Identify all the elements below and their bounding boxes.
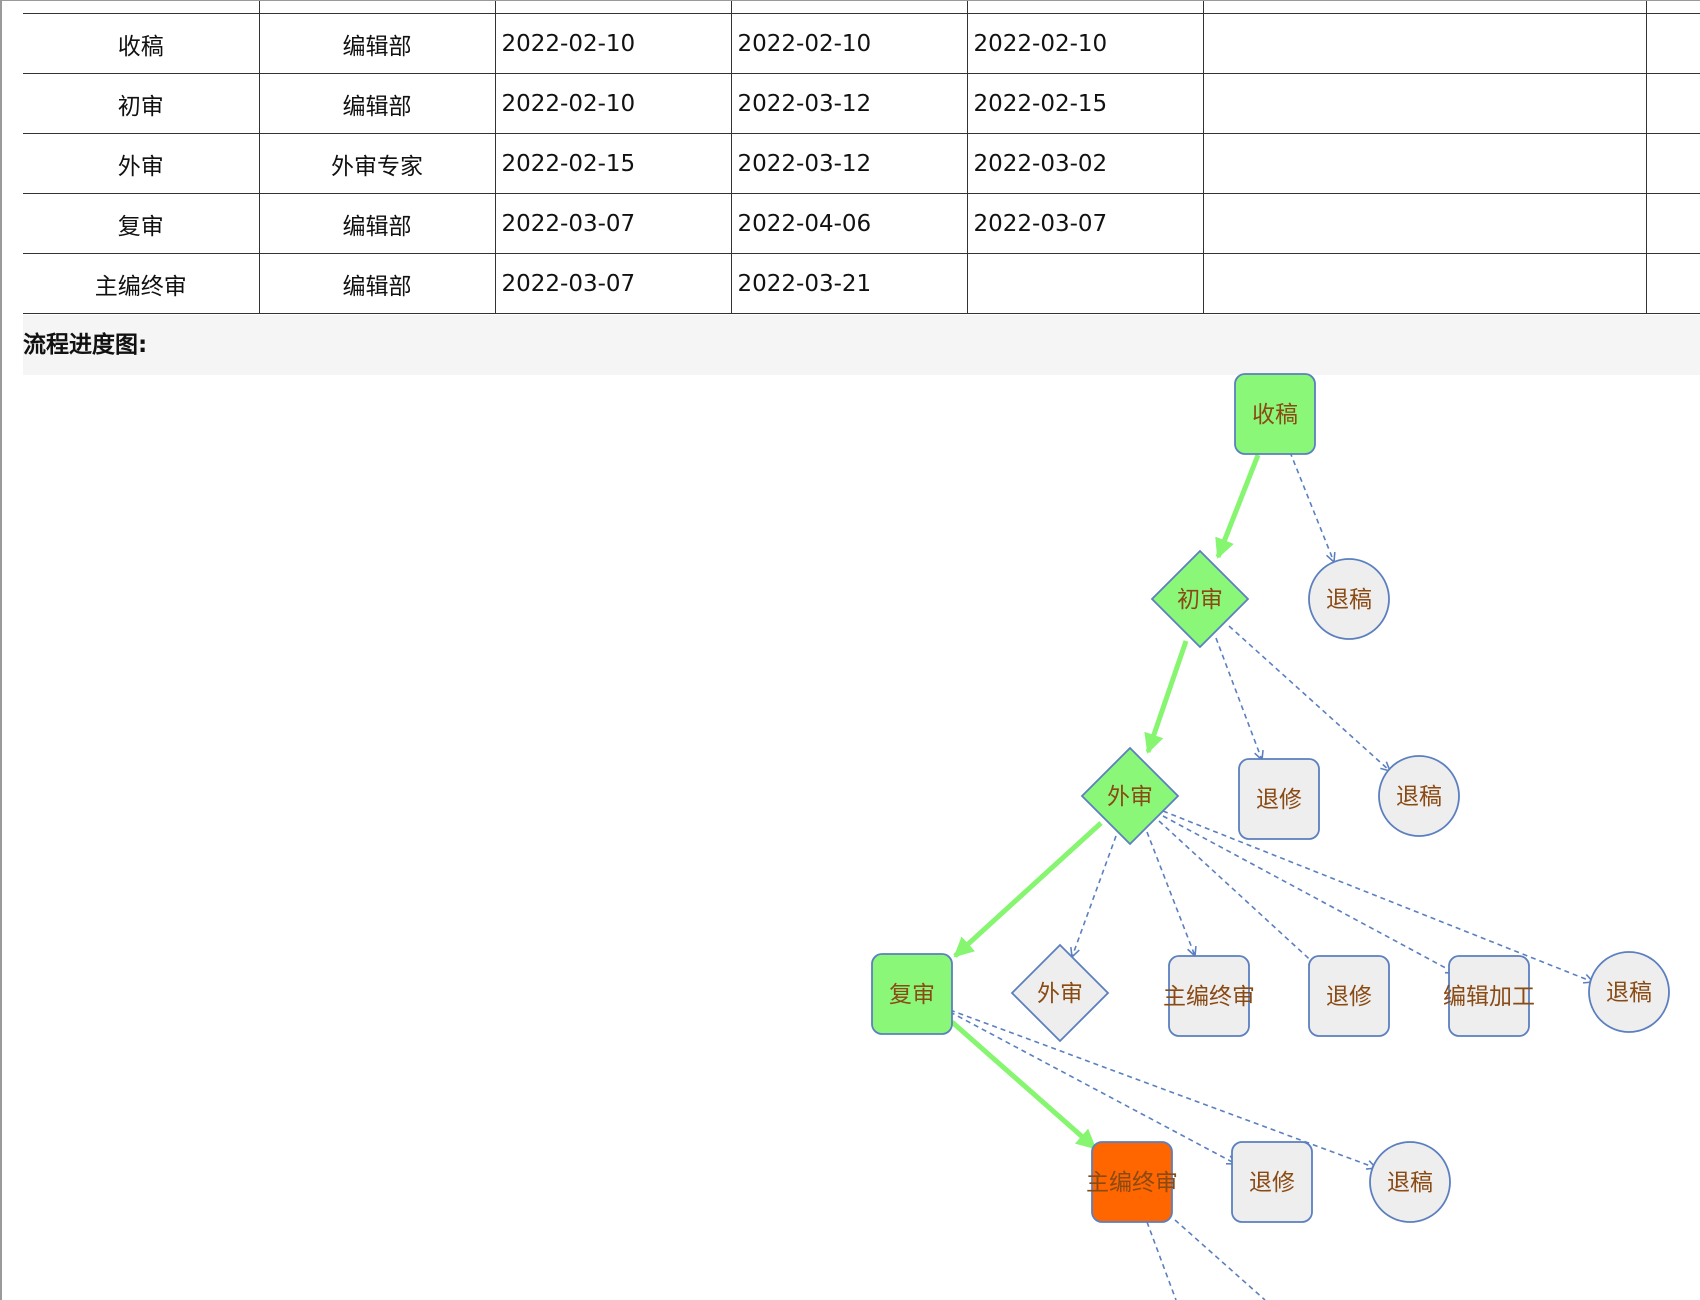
- rect-shape: [1168, 955, 1250, 1037]
- circle-shape: [1369, 1141, 1451, 1223]
- flow-node-label: 退修: [1326, 984, 1372, 1010]
- option-flow-edge: [1289, 451, 1334, 562]
- rect-shape: [1448, 955, 1530, 1037]
- flow-node-label: 外审: [1037, 981, 1083, 1007]
- flow-node-label: 编辑加工: [1443, 984, 1535, 1010]
- flow-node-10[interactable]: 退修: [1308, 955, 1390, 1037]
- stage-cell: 收稿: [23, 13, 260, 74]
- flow-node-5[interactable]: 退修: [1238, 758, 1320, 840]
- option-flow-edge: [1215, 637, 1262, 760]
- circle-shape: [1308, 558, 1390, 640]
- table-row: 外审 外审专家 2022-02-15 2022-03-12 2022-03-02: [23, 133, 1700, 194]
- table-cell: [1202, 253, 1647, 314]
- dept-cell: 编辑部: [258, 13, 496, 74]
- table-cell: [1202, 13, 1647, 74]
- flow-node-4[interactable]: 外审: [1080, 746, 1180, 846]
- flow-node-label: 退稿: [1326, 587, 1372, 613]
- done-date-cell: [966, 253, 1204, 314]
- circle-shape: [1588, 951, 1670, 1033]
- flow-node-label: 退修: [1249, 1170, 1295, 1196]
- flow-node-label: 退稿: [1387, 1170, 1433, 1196]
- flow-node-label: 主编终审: [1163, 984, 1255, 1010]
- circle-shape: [1378, 755, 1460, 837]
- start-date-cell: 2022-02-10: [494, 13, 732, 74]
- flow-node-label: 退稿: [1606, 980, 1652, 1006]
- rect-shape: [1234, 373, 1316, 455]
- rect-shape: [1308, 955, 1390, 1037]
- option-flow-edge: [1174, 1219, 1266, 1300]
- done-date-cell: 2022-03-07: [966, 193, 1204, 254]
- table-cell: [1202, 73, 1647, 134]
- flow-node-14[interactable]: 退修: [1231, 1141, 1313, 1223]
- dept-cell: 编辑部: [258, 193, 496, 254]
- table-cell: [1645, 73, 1700, 134]
- flow-node-2[interactable]: 初审: [1150, 549, 1250, 649]
- flow-node-label: 复审: [889, 982, 935, 1008]
- flow-node-label: 退稿: [1396, 784, 1442, 810]
- flow-node-label: 收稿: [1252, 402, 1298, 428]
- dept-cell: 编辑部: [258, 73, 496, 134]
- flow-node-12[interactable]: 退稿: [1588, 951, 1670, 1033]
- flow-node-label: 退修: [1256, 787, 1302, 813]
- main-flow-edge: [1215, 454, 1261, 559]
- flow-node-label: 外审: [1107, 784, 1153, 810]
- table-cell: [1202, 193, 1647, 254]
- main-flow-edge: [950, 1020, 1097, 1150]
- table-row: 复审 编辑部 2022-03-07 2022-04-06 2022-03-07: [23, 193, 1700, 254]
- flow-node-13[interactable]: 主编终审: [1086, 1141, 1178, 1223]
- start-date-cell: 2022-03-07: [494, 253, 732, 314]
- option-flow-edge: [1158, 820, 1318, 967]
- flow-node-1[interactable]: 收稿: [1234, 373, 1316, 455]
- due-date-cell: 2022-03-12: [730, 73, 968, 134]
- flow-node-11[interactable]: 编辑加工: [1443, 955, 1535, 1037]
- start-date-cell: 2022-03-07: [494, 193, 732, 254]
- option-flow-edge: [1228, 625, 1390, 771]
- progress-table: 收稿 编辑部 2022-02-10 2022-02-10 2022-02-10 …: [23, 0, 1700, 314]
- flow-node-8[interactable]: 外审: [1010, 943, 1110, 1043]
- nodes-layer: 收稿初审退稿外审退修退稿复审外审主编终审退修编辑加工退稿主编终审退修退稿: [871, 373, 1670, 1223]
- option-flow-edge: [1072, 835, 1117, 957]
- due-date-cell: 2022-03-12: [730, 133, 968, 194]
- table-row: 收稿 编辑部 2022-02-10 2022-02-10 2022-02-10: [23, 13, 1700, 74]
- diamond-shape: [1010, 943, 1110, 1043]
- stage-cell: 初审: [23, 73, 260, 134]
- diamond-shape: [1150, 549, 1250, 649]
- main-flow-edge: [1144, 640, 1189, 754]
- dept-cell: 外审专家: [258, 133, 496, 194]
- flow-section-title: 流程进度图:: [23, 315, 1700, 375]
- done-date-cell: 2022-02-15: [966, 73, 1204, 134]
- due-date-cell: 2022-03-21: [730, 253, 968, 314]
- table-cell: [1645, 193, 1700, 254]
- option-flow-edge: [1146, 831, 1195, 956]
- start-date-cell: 2022-02-10: [494, 73, 732, 134]
- flow-node-label: 主编终审: [1086, 1170, 1178, 1196]
- flow-node-9[interactable]: 主编终审: [1163, 955, 1255, 1037]
- main-flow-edge: [953, 821, 1103, 958]
- option-flow-edge: [1146, 1221, 1177, 1300]
- flow-node-6[interactable]: 退稿: [1378, 755, 1460, 837]
- done-date-cell: 2022-03-02: [966, 133, 1204, 194]
- table-cell: [1645, 253, 1700, 314]
- rect-shape: [1238, 758, 1320, 840]
- table-row: 主编终审 编辑部 2022-03-07 2022-03-21: [23, 253, 1700, 314]
- dept-cell: 编辑部: [258, 253, 496, 314]
- table-cell: [1645, 13, 1700, 74]
- flow-node-label: 初审: [1177, 587, 1223, 613]
- diamond-shape: [1080, 746, 1180, 846]
- flow-node-15[interactable]: 退稿: [1369, 1141, 1451, 1223]
- option-flow-edge: [1162, 815, 1455, 973]
- table-cell: [1202, 133, 1647, 194]
- due-date-cell: 2022-02-10: [730, 13, 968, 74]
- flow-node-3[interactable]: 退稿: [1308, 558, 1390, 640]
- table-row: 初审 编辑部 2022-02-10 2022-03-12 2022-02-15: [23, 73, 1700, 134]
- rect-shape: [871, 953, 953, 1035]
- done-date-cell: 2022-02-10: [966, 13, 1204, 74]
- rect-shape: [1091, 1141, 1173, 1223]
- flow-node-7[interactable]: 复审: [871, 953, 953, 1035]
- stage-cell: 主编终审: [23, 253, 260, 314]
- due-date-cell: 2022-04-06: [730, 193, 968, 254]
- rect-shape: [1231, 1141, 1313, 1223]
